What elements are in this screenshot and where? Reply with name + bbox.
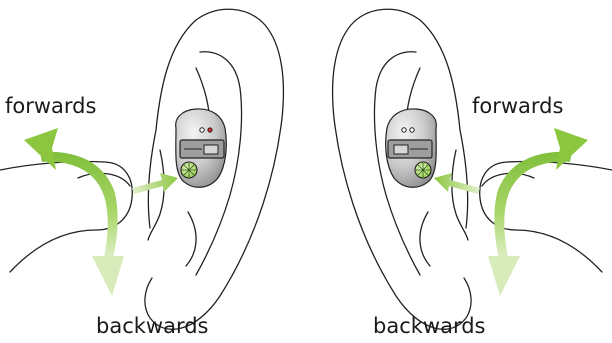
right-push-arrow — [434, 173, 480, 194]
left-push-arrow — [132, 173, 178, 194]
left-rotate-arrow — [24, 128, 124, 296]
right-backwards-label: backwards — [373, 314, 486, 338]
left-hearing-aid-icon — [175, 108, 227, 188]
left-forwards-label: forwards — [5, 94, 97, 118]
right-ear-icon — [331, 8, 472, 330]
left-ear-icon — [144, 8, 285, 330]
left-backwards-label: backwards — [96, 314, 209, 338]
right-hearing-aid-icon — [385, 108, 437, 188]
right-forwards-label: forwards — [472, 94, 564, 118]
right-rotate-arrow — [488, 128, 588, 296]
